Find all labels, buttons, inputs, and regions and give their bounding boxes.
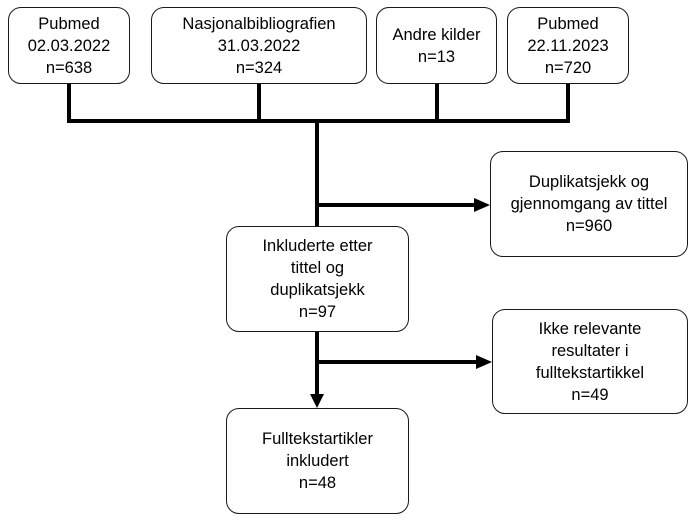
included-fulltext-line-2: inkludert [286,452,349,470]
excluded-duplicates-box: Duplikatsjekk og gjennomgang av tittel n… [490,151,688,257]
excluded-fulltext-line-4: n=49 [571,385,609,404]
source-4-line-1: Pubmed [537,14,599,33]
included-fulltext-line-1: Fulltekstartikler [262,430,373,448]
excluded-fulltext-box: Ikke relevante resultater i fulltekstart… [492,309,688,414]
source-4-line-2: 22.11.2023 [527,36,609,55]
excluded-duplicates-line-3: n=960 [565,217,613,235]
excluded-fulltext-line-1: Ikke relevante [538,319,642,338]
source-box-pubmed-2022: Pubmed 02.03.2022 n=638 [8,7,130,84]
source-box-nasjonalbibliografien: Nasjonalbibliografien 31.03.2022 n=324 [151,7,367,84]
source-1-line-3: n=638 [45,58,93,77]
included-title-line-2: tittel og [290,259,345,277]
included-fulltext-box: Fulltekstartikler inkludert n=48 [226,408,409,514]
included-fulltext-line-3: n=48 [298,474,337,492]
source-4-line-3: n=720 [544,58,592,77]
excluded-fulltext-line-3: fulltekstartikkel [535,363,645,382]
excluded-duplicates-line-2: gjennomgang av tittel [510,195,668,213]
excluded-duplicates-line-1: Duplikatsjekk og [528,173,650,191]
source-2-line-1: Nasjonalbibliografien [182,14,336,33]
source-box-andre-kilder: Andre kilder n=13 [376,7,497,84]
source-1-line-2: 02.03.2022 [27,36,111,55]
included-title-line-3: duplikatsjekk [270,281,365,299]
included-title-line-4: n=97 [298,303,337,321]
excluded-fulltext-line-2: resultater i [551,341,629,360]
source-2-line-3: n=324 [235,58,283,77]
arrowhead-down [310,394,324,408]
source-box-pubmed-2023: Pubmed 22.11.2023 n=720 [507,7,629,84]
included-title-box: Inkluderte etter tittel og duplikatsjekk… [226,226,409,332]
source-3-line-2: n=13 [417,47,456,66]
arrowhead-not-relevant [476,355,492,369]
source-1-line-1: Pubmed [38,14,100,33]
source-2-line-2: 31.03.2022 [217,36,301,55]
source-3-line-1: Andre kilder [392,25,481,44]
arrowhead-duplicates [474,198,490,212]
included-title-line-1: Inkluderte etter [262,237,373,255]
